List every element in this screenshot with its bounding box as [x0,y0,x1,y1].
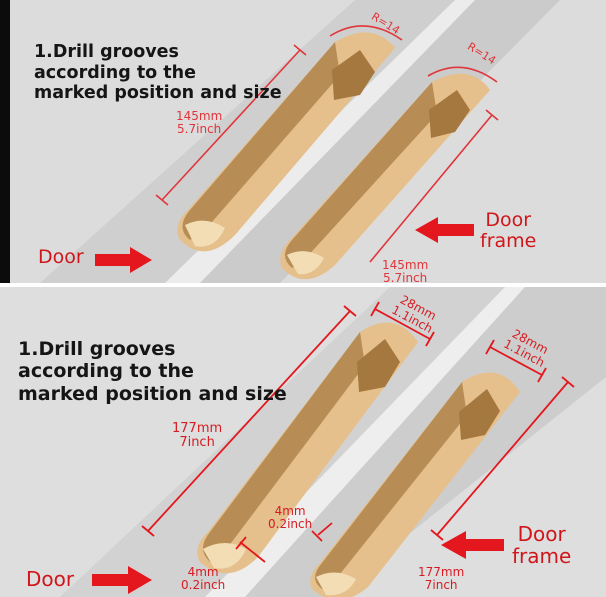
length-label-1: 145mm 5.7inch [176,110,222,135]
gap-label: 4mm 0.2inch [268,505,312,530]
left-edge-bar [0,0,10,283]
frame-label-line-2: frame [480,229,537,252]
door-label: Door [38,246,84,268]
length-label-2: 177mm 7inch [418,566,464,591]
panel2-illustration [0,287,606,597]
frame-label: Door frame [512,523,571,567]
length-mm: 177mm [172,421,223,436]
length-dimension-line-1 [161,49,301,201]
edge-dimension-line [239,541,266,563]
panel1-illustration [0,0,606,283]
gap-inch: 0.2inch [268,516,313,531]
frame-label-line-2: frame [512,544,572,568]
frame-label-line-1: Door [485,209,532,231]
title-line-3: marked position and size [34,83,282,104]
length2-inch: 5.7inch [383,270,428,283]
door-arrow [92,566,152,594]
top-panel: 1.Drill grooves according to the marked … [0,0,606,283]
door-groove [197,322,418,574]
edge-label: 4mm 0.2inch [181,566,225,591]
frame-label-line-1: Door [517,522,566,546]
length-mm: 145mm [176,109,223,123]
length-inch: 5.7inch [177,121,222,136]
frame-arrow [415,217,474,243]
gap-dimension-line [317,522,333,536]
length-inch: 7inch [179,434,215,450]
radius-arc-2 [427,66,498,83]
length2-mm: 177mm [418,565,465,579]
title-line-2: according to the [34,62,196,83]
frame-groove [310,372,520,597]
door-arrow [95,247,152,273]
length-dimension-line-2 [369,114,493,263]
door-groove [177,32,395,252]
length-label-2: 145mm 5.7inch [382,259,428,283]
door-label: Door [26,567,75,591]
length2-mm: 145mm [382,258,429,272]
instruction-title: 1.Drill grooves according to the marked … [18,338,288,405]
edge-inch: 0.2inch [181,577,226,592]
title-line-1: 1.Drill grooves [34,42,179,62]
length-dimension-line-1 [147,310,351,532]
title-line-3: marked position and size [18,382,287,405]
radius-arc-1 [329,25,403,41]
length2-inch: 7inch [424,577,458,592]
frame-label: Door frame [480,210,536,252]
frame-groove [280,73,490,280]
bottom-panel: 1.Drill grooves according to the marked … [0,287,606,597]
edge-mm: 4mm [187,565,219,579]
width-dimension-line-1 [374,308,431,340]
width-dimension-line-2 [489,346,543,376]
length-dimension-line-2 [436,381,569,536]
title-line-2: according to the [18,360,194,383]
frame-arrow [441,531,504,559]
panel-divider [0,283,606,287]
title-line-1: 1.Drill grooves [18,338,176,360]
instruction-title: 1.Drill grooves according to the marked … [34,42,282,104]
gap-mm: 4mm [274,504,306,518]
length-label-1: 177mm 7inch [172,422,222,449]
